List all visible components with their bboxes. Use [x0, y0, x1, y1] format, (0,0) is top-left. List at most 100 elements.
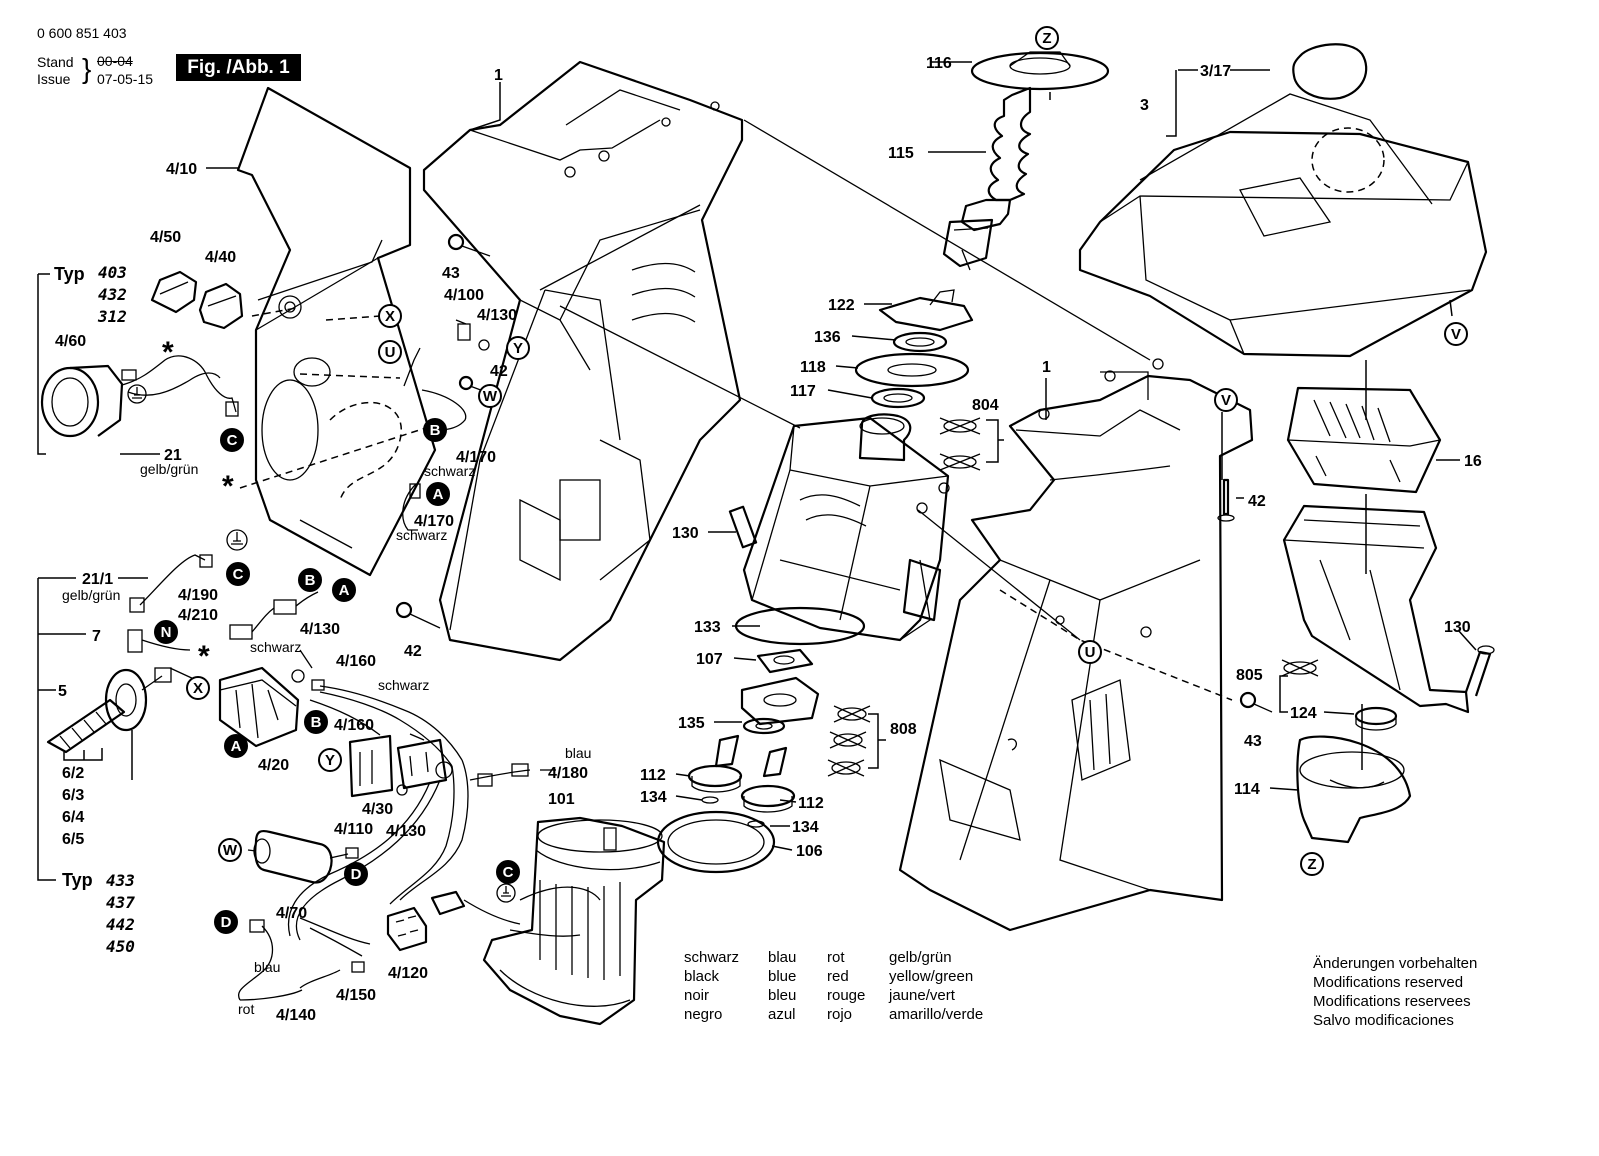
label-130-right: 130: [1444, 619, 1471, 636]
connectors: [299, 890, 521, 973]
label-21: 21: [164, 447, 182, 464]
wire-labels: gelb/grün gelb/grün schwarz schwarz schw…: [62, 461, 591, 1017]
type-labels: Typ 403 432 312 Typ 433 437 442 450: [54, 263, 135, 956]
label-7: 7: [92, 628, 101, 645]
svg-text:B: B: [430, 422, 441, 439]
svg-text:U: U: [385, 344, 396, 361]
svg-text:D: D: [351, 866, 362, 883]
label-107: 107: [696, 651, 723, 668]
callout-v-1: [1444, 322, 1468, 346]
label-4-190: 4/190: [178, 587, 218, 604]
typ-403: 403: [98, 263, 127, 282]
switch-housing-panel: [236, 86, 437, 577]
label-6-2: 6/2: [62, 765, 84, 782]
lower-left-wiring: [127, 529, 319, 653]
svg-text:A: A: [433, 486, 444, 503]
label-4-150: 4/150: [336, 987, 376, 1004]
label-134-left: 134: [640, 789, 667, 806]
asterisk-1: *: [162, 336, 174, 369]
label-112-left: 112: [640, 767, 666, 784]
svg-text:C: C: [503, 864, 514, 881]
callouts: X U Y W B A C C B A N X B A Y W D D C Z …: [154, 26, 1468, 934]
svg-text:Z: Z: [1042, 30, 1051, 47]
label-4-140: 4/140: [276, 1007, 316, 1024]
asterisk-3: *: [198, 640, 210, 673]
brace: }: [82, 53, 92, 84]
cable-strain-relief: [46, 667, 172, 754]
old-date: 00-04: [97, 53, 133, 69]
label-117: 117: [790, 383, 816, 400]
label-112-right: 112: [798, 795, 824, 812]
wire-gelbgruen-bottom: gelb/grün: [62, 587, 120, 603]
label-115: 115: [888, 145, 914, 162]
switch-unit: [218, 666, 305, 748]
lower-housing: [898, 358, 1254, 932]
svg-text:X: X: [193, 680, 203, 697]
label-804: 804: [972, 397, 999, 414]
svg-text:V: V: [1221, 392, 1231, 409]
hopper-lid: [1078, 43, 1488, 358]
label-808: 808: [890, 721, 917, 738]
part-labels: 1 1 3 3/17 4/10 4/50 4/40 4/60 21 43 4/1…: [55, 55, 1482, 1024]
label-43-left: 43: [442, 265, 460, 282]
label-4-210: 4/210: [178, 607, 218, 624]
label-106: 106: [796, 843, 823, 860]
callout-z-1: [1035, 26, 1059, 50]
crossed-item-805: [1239, 659, 1319, 713]
leader-lines: [37, 61, 1477, 881]
callout-c-1: [220, 428, 244, 452]
wire-schwarz-3: schwarz: [250, 639, 301, 655]
label-4-70: 4/70: [276, 905, 307, 922]
rotary-knobs: [150, 270, 302, 330]
svg-text:A: A: [231, 738, 242, 755]
part-number: 0 600 851 403: [37, 25, 127, 41]
label-134-right: 134: [792, 819, 819, 836]
svg-text:U: U: [1085, 644, 1096, 661]
capacitor: [247, 829, 359, 884]
wire-schwarz-4: schwarz: [378, 677, 429, 693]
callout-c-3: [496, 860, 520, 884]
label-4-130-top: 4/130: [477, 307, 517, 324]
callout-u-1: [378, 340, 402, 364]
asterisk-2: *: [222, 470, 234, 503]
callout-d-1: [344, 862, 368, 886]
label-42-mid: 42: [404, 643, 422, 660]
label-1-right: 1: [1042, 359, 1051, 376]
callout-b-2: [298, 568, 322, 592]
label-118: 118: [800, 359, 826, 376]
callout-u-2: [1078, 640, 1102, 664]
callout-a-1: [426, 482, 450, 506]
typ-label-top: Typ: [54, 264, 85, 284]
label-6-4: 6/4: [62, 809, 84, 826]
svg-text:B: B: [311, 714, 322, 731]
screw-right: [1217, 478, 1235, 522]
svg-text:N: N: [161, 624, 172, 641]
callout-w-1: [478, 384, 502, 408]
label-4-160-mid: 4/160: [334, 717, 374, 734]
label-4-170-top: 4/170: [456, 449, 496, 466]
callout-x-1: [378, 304, 402, 328]
main-housing: [422, 60, 744, 662]
svg-text:B: B: [305, 572, 316, 589]
label-124: 124: [1290, 705, 1317, 722]
callout-w-2: [218, 838, 242, 862]
callout-v-2: [1214, 388, 1238, 412]
svg-text:C: C: [233, 566, 244, 583]
typ-442: 442: [106, 915, 135, 934]
wire-gelbgruen-top: gelb/grün: [140, 461, 198, 477]
label-43-right: 43: [1244, 733, 1262, 750]
svg-text:A: A: [339, 582, 350, 599]
label-3: 3: [1140, 97, 1149, 114]
callout-d-2: [214, 910, 238, 934]
terminal-block: [348, 734, 453, 798]
typ-432: 432: [98, 285, 127, 304]
label-4-170-bottom: 4/170: [414, 513, 454, 530]
issue-label: Issue: [37, 71, 71, 87]
label-114: 114: [1234, 781, 1260, 798]
label-805: 805: [1236, 667, 1263, 684]
label-4-160-top: 4/160: [336, 653, 376, 670]
